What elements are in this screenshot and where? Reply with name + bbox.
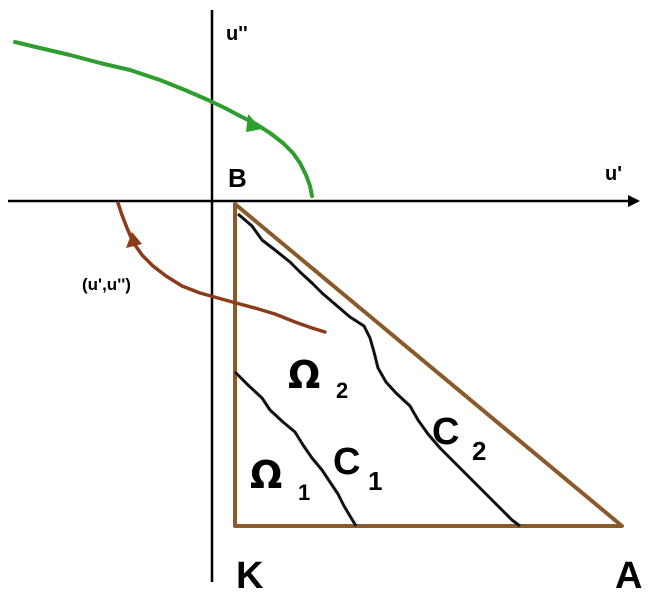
- inner-trajectory-arrowhead: [126, 232, 142, 248]
- curve-c2-letter: C: [432, 411, 459, 453]
- inner-trajectory: [116, 201, 327, 334]
- horizontal-axis-label: u': [605, 163, 622, 185]
- region-omega1-subscript: 1: [298, 480, 310, 505]
- curve-c1: [233, 370, 358, 527]
- triangle-boundary: [233, 202, 624, 528]
- region-omega2-symbol: Ω: [288, 353, 320, 397]
- vertex-k-label: K: [236, 555, 264, 595]
- outer-trajectory-arrowhead: [246, 114, 262, 132]
- horizontal-axis-arrowhead: [628, 195, 640, 207]
- vertex-a-label: A: [615, 555, 642, 595]
- outer-trajectory: [13, 40, 314, 198]
- curve-c1-letter: C: [333, 441, 360, 483]
- curve-c2: [237, 212, 521, 528]
- region-omega1-symbol: Ω: [250, 453, 282, 497]
- vertex-b-label: B: [228, 163, 247, 193]
- point-label: (u',u''): [82, 275, 131, 294]
- region-omega2-subscript: 2: [336, 378, 348, 403]
- curve-c2-subscript: 2: [472, 436, 486, 466]
- curve-c1-subscript: 1: [368, 466, 382, 496]
- vertical-axis-label: u'': [226, 23, 248, 45]
